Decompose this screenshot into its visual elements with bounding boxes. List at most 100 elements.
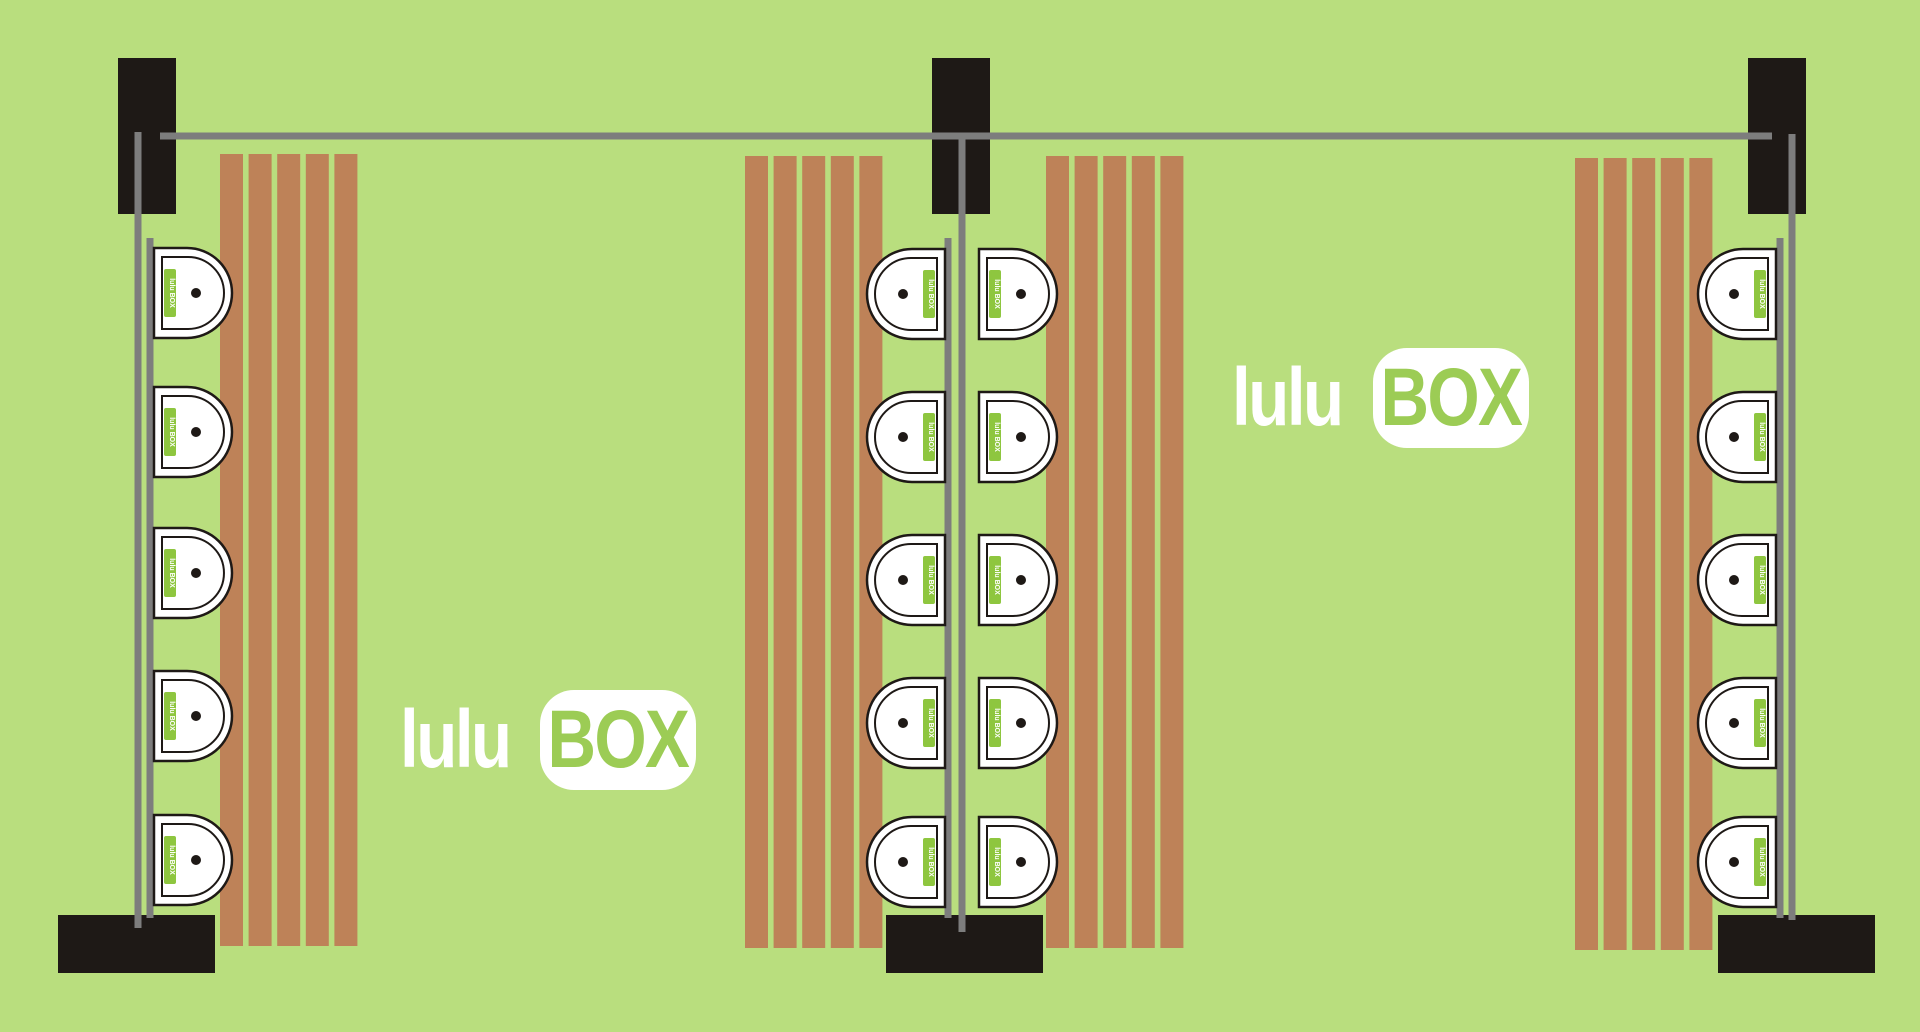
plank-group xyxy=(1575,158,1713,950)
d-unit: lulu BOX xyxy=(865,815,947,909)
wooden-plank xyxy=(802,156,826,948)
wooden-plank xyxy=(248,154,272,946)
d-unit-inner-outline xyxy=(161,679,225,753)
d-unit-dot xyxy=(1729,857,1739,867)
d-unit-label: lulu BOX xyxy=(927,279,934,309)
lulubox-logo-1: lulu BOX xyxy=(400,690,700,790)
lulubox-logo-2: lulu BOX xyxy=(1232,348,1532,448)
d-unit-inner-outline xyxy=(1705,686,1769,760)
d-unit: lulu BOX xyxy=(1696,533,1778,627)
d-unit-dot xyxy=(898,718,908,728)
d-unit-label: lulu BOX xyxy=(993,847,1000,877)
d-unit-label: lulu BOX xyxy=(927,422,934,452)
wooden-plank xyxy=(1074,156,1098,948)
d-unit: lulu BOX xyxy=(977,247,1059,341)
d-unit-dot xyxy=(898,857,908,867)
d-unit-label: lulu BOX xyxy=(1758,565,1765,595)
plank-group xyxy=(745,156,883,948)
d-unit-label: lulu BOX xyxy=(168,558,175,588)
d-unit-inner-outline xyxy=(986,400,1050,474)
d-unit-label: lulu BOX xyxy=(1758,279,1765,309)
d-unit-dot xyxy=(1016,718,1026,728)
d-unit-dot xyxy=(898,575,908,585)
d-unit: lulu BOX xyxy=(1696,247,1778,341)
wooden-plank xyxy=(277,154,301,946)
wooden-plank xyxy=(773,156,797,948)
d-unit-label: lulu BOX xyxy=(168,701,175,731)
d-unit-inner-outline xyxy=(874,400,938,474)
d-unit: lulu BOX xyxy=(977,676,1059,770)
d-unit-inner-outline xyxy=(161,395,225,469)
d-unit: lulu BOX xyxy=(152,385,234,479)
d-unit-dot xyxy=(191,568,201,578)
d-unit-screen xyxy=(1754,556,1766,604)
d-unit: lulu BOX xyxy=(1696,815,1778,909)
d-unit-dot xyxy=(1016,857,1026,867)
d-unit-inner-outline xyxy=(874,825,938,899)
d-unit-label: lulu BOX xyxy=(927,708,934,738)
d-unit: lulu BOX xyxy=(865,676,947,770)
d-unit-inner-outline xyxy=(1705,825,1769,899)
wooden-plank xyxy=(220,154,243,946)
d-unit-screen xyxy=(1754,270,1766,318)
wooden-plank xyxy=(305,154,329,946)
d-unit-inner-outline xyxy=(161,256,225,330)
wooden-plank xyxy=(745,156,768,948)
d-unit-screen xyxy=(164,836,176,884)
d-unit-inner-outline xyxy=(874,257,938,331)
d-unit-label: lulu BOX xyxy=(168,417,175,447)
d-unit-dot xyxy=(898,432,908,442)
d-unit-dot xyxy=(1729,575,1739,585)
d-unit-label: lulu BOX xyxy=(993,422,1000,452)
d-unit-dot xyxy=(1016,432,1026,442)
d-unit-dot xyxy=(1729,289,1739,299)
wooden-plank xyxy=(1632,158,1656,950)
d-unit-label: lulu BOX xyxy=(168,278,175,308)
d-unit-dot xyxy=(1729,718,1739,728)
wooden-plank xyxy=(830,156,854,948)
logo-badge-text: BOX xyxy=(1380,352,1523,443)
d-unit-screen xyxy=(923,556,935,604)
wooden-plank xyxy=(1575,158,1598,950)
d-unit-inner-outline xyxy=(986,825,1050,899)
d-unit-screen xyxy=(164,269,176,317)
d-unit-inner-outline xyxy=(161,536,225,610)
d-unit: lulu BOX xyxy=(865,390,947,484)
d-unit: lulu BOX xyxy=(152,246,234,340)
d-unit-label: lulu BOX xyxy=(1758,422,1765,452)
d-unit-inner-outline xyxy=(1705,257,1769,331)
d-unit-screen xyxy=(164,549,176,597)
logo-word: lulu xyxy=(1232,352,1344,443)
d-unit: lulu BOX xyxy=(152,669,234,763)
logo-badge: BOX xyxy=(1373,348,1529,448)
d-unit: lulu BOX xyxy=(865,247,947,341)
d-unit-screen xyxy=(164,692,176,740)
d-unit-screen xyxy=(989,838,1001,886)
d-unit: lulu BOX xyxy=(977,533,1059,627)
d-unit-dot xyxy=(1016,289,1026,299)
d-unit: lulu BOX xyxy=(977,390,1059,484)
d-unit: lulu BOX xyxy=(152,526,234,620)
d-unit-screen xyxy=(1754,838,1766,886)
d-unit-label: lulu BOX xyxy=(993,279,1000,309)
d-unit-dot xyxy=(191,711,201,721)
plank-group xyxy=(1046,156,1184,948)
d-unit-inner-outline xyxy=(874,543,938,617)
d-unit: lulu BOX xyxy=(977,815,1059,909)
wooden-plank xyxy=(1131,156,1155,948)
d-unit-screen xyxy=(1754,413,1766,461)
logo-badge: BOX xyxy=(540,690,696,790)
wooden-plank xyxy=(1103,156,1127,948)
logo-word: lulu xyxy=(400,694,512,785)
d-unit-label: lulu BOX xyxy=(993,708,1000,738)
d-unit-dot xyxy=(1016,575,1026,585)
base-block xyxy=(1718,915,1875,973)
d-unit-inner-outline xyxy=(161,823,225,897)
d-unit: lulu BOX xyxy=(865,533,947,627)
d-unit-screen xyxy=(923,699,935,747)
d-unit-label: lulu BOX xyxy=(168,845,175,875)
wooden-plank xyxy=(334,154,358,946)
d-unit-screen xyxy=(989,413,1001,461)
